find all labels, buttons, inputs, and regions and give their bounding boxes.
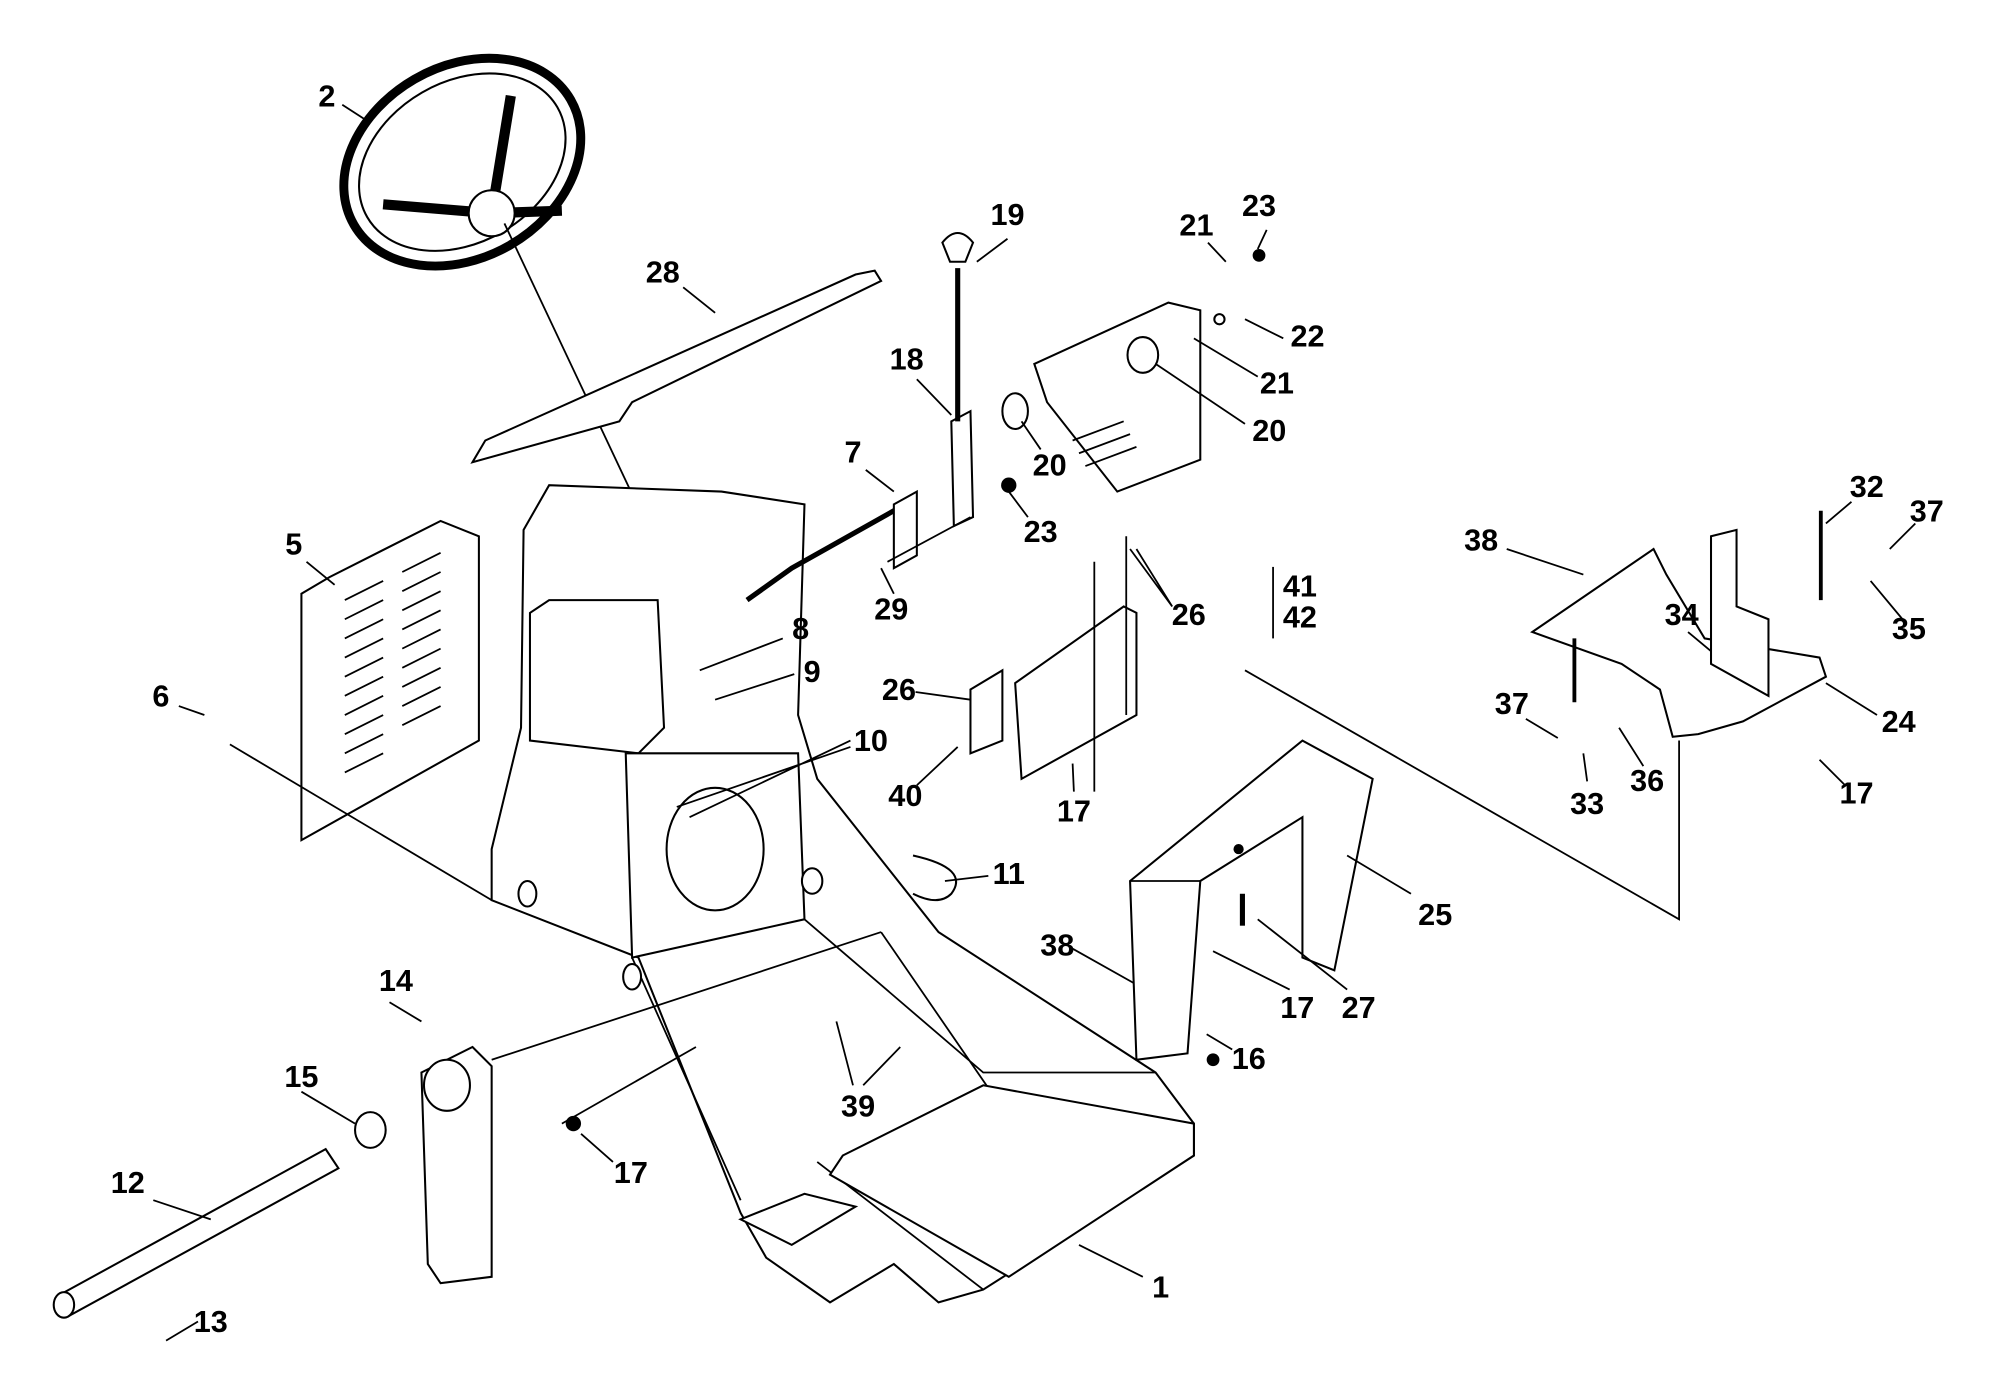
callout-23: 23	[1242, 189, 1276, 223]
callout-14: 14	[379, 964, 413, 998]
callout-8: 8	[792, 612, 809, 646]
mount-plate	[969, 536, 1274, 792]
callout-1: 1	[1152, 1271, 1169, 1305]
callout-23: 23	[1024, 515, 1058, 549]
callout-17: 17	[1840, 777, 1874, 811]
callout-6: 6	[152, 680, 169, 714]
callout-27: 27	[1342, 991, 1376, 1025]
callout-37: 37	[1910, 494, 1944, 528]
leader-lines	[153, 103, 1916, 1342]
callout-9: 9	[804, 655, 821, 689]
callout-28: 28	[646, 256, 680, 290]
callout-18: 18	[890, 342, 924, 376]
callout-17: 17	[614, 1156, 648, 1190]
callout-41: 41	[1283, 570, 1317, 604]
side-guard	[1129, 669, 1680, 1061]
callout-38: 38	[1040, 928, 1074, 962]
callout-20: 20	[1252, 414, 1286, 448]
dash-panel	[470, 269, 883, 464]
callout-11: 11	[993, 857, 1025, 891]
callout-42: 42	[1283, 600, 1317, 634]
callout-17: 17	[1280, 991, 1314, 1025]
callout-20: 20	[1033, 448, 1067, 482]
callout-26: 26	[882, 673, 916, 707]
callout-17: 17	[1057, 794, 1091, 828]
callout-21: 21	[1179, 208, 1213, 242]
pedal-bracket	[1530, 510, 1828, 738]
steering-wheel	[339, 53, 665, 563]
callout-13: 13	[194, 1305, 228, 1339]
grille	[229, 519, 493, 901]
callout-39: 39	[841, 1089, 875, 1123]
callout-25: 25	[1418, 898, 1452, 932]
callout-36: 36	[1630, 764, 1664, 798]
callout-10: 10	[854, 724, 888, 758]
callout-22: 22	[1291, 319, 1325, 353]
callout-34: 34	[1665, 598, 1699, 632]
callout-19: 19	[990, 198, 1024, 232]
callout-12: 12	[111, 1166, 145, 1200]
pivot-assembly	[52, 854, 1220, 1319]
throttle-linkage	[745, 232, 975, 603]
callout-15: 15	[284, 1060, 318, 1094]
callout-37: 37	[1495, 687, 1529, 721]
callout-16: 16	[1232, 1042, 1266, 1076]
callout-2: 2	[318, 79, 335, 113]
callout-33: 33	[1570, 787, 1604, 821]
callout-24: 24	[1882, 705, 1916, 739]
callout-32: 32	[1850, 470, 1884, 504]
callouts: 2 28 19 18 7 21 23 22 21 20 20 23 29 8 9…	[111, 79, 1944, 1339]
callout-7: 7	[844, 436, 861, 470]
main-frame	[490, 484, 1195, 1304]
callout-38: 38	[1464, 524, 1498, 558]
callout-5: 5	[285, 528, 302, 562]
control-bracket	[1001, 248, 1266, 493]
callout-29: 29	[874, 593, 908, 627]
callout-26: 26	[1172, 598, 1206, 632]
callout-21: 21	[1260, 367, 1294, 401]
callout-40: 40	[888, 779, 922, 813]
callout-35: 35	[1892, 612, 1926, 646]
